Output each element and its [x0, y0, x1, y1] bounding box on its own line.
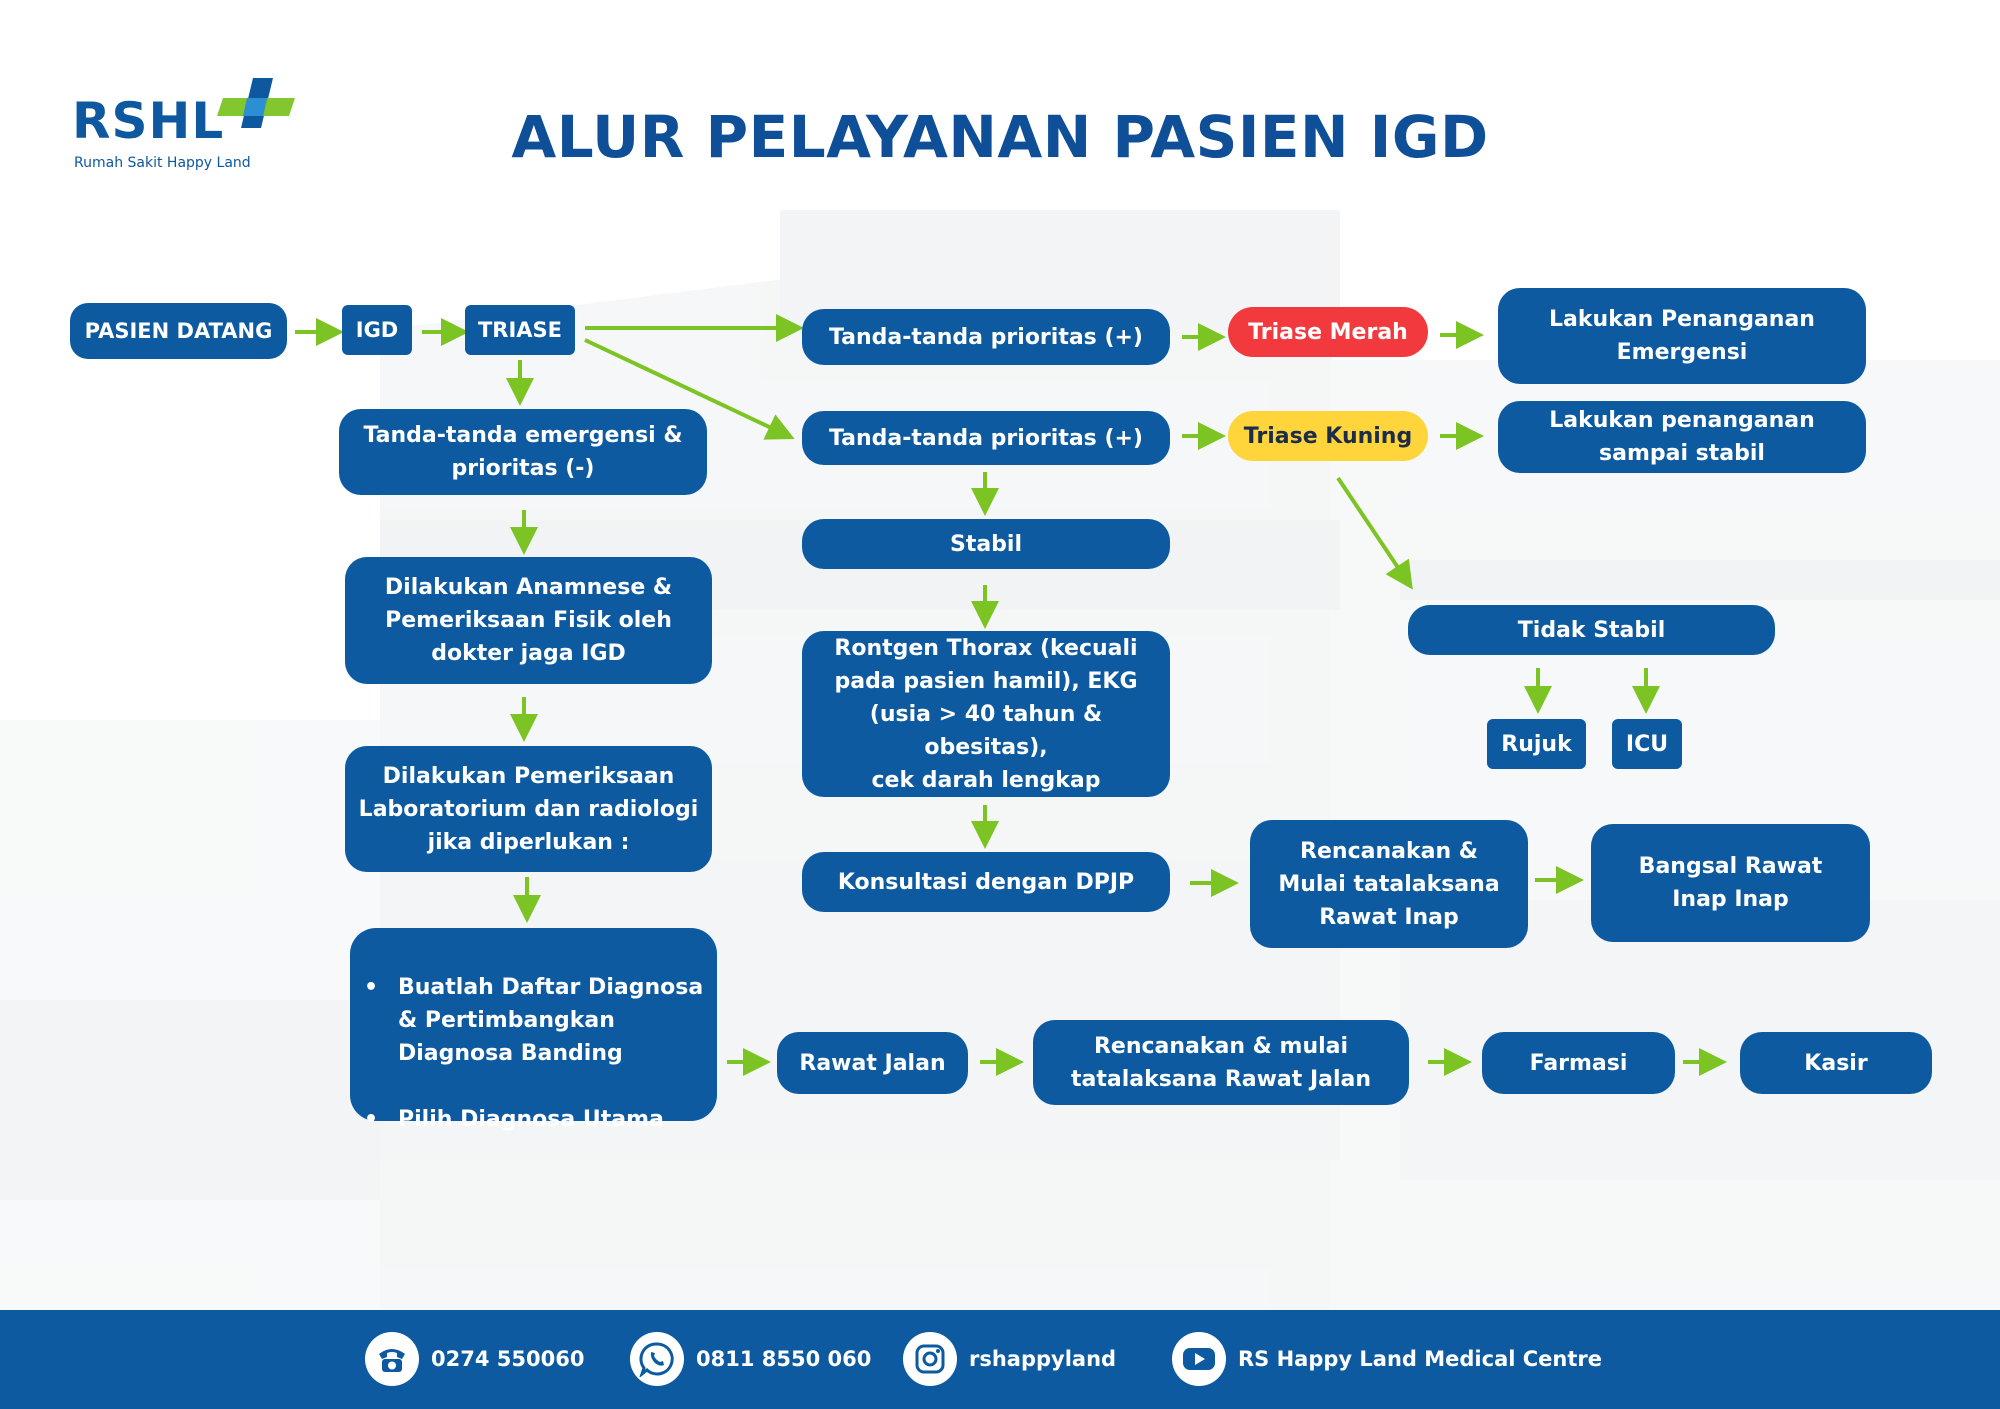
- instagram-icon: [903, 1332, 957, 1386]
- node-igd: IGD: [342, 305, 412, 355]
- telephone-icon: [365, 1332, 419, 1386]
- youtube-icon: [1172, 1332, 1226, 1386]
- logo-text: RSHL: [72, 92, 225, 150]
- node-triase: TRIASE: [465, 305, 575, 355]
- footer-contact-bar: 0274 550060 0811 8550 060 rshappyland: [0, 1310, 2000, 1409]
- node-laboratorium: Dilakukan Pemeriksaan Laboratorium dan r…: [345, 746, 712, 872]
- logo-cross-icon: [217, 78, 295, 128]
- node-konsultasi: Konsultasi dengan DPJP: [802, 852, 1170, 912]
- page-title: ALUR PELAYANAN PASIEN IGD: [511, 103, 1489, 171]
- node-rujuk: Rujuk: [1487, 719, 1586, 769]
- node-emergensi-prioritas-min: Tanda-tanda emergensi & prioritas (-): [339, 409, 707, 495]
- node-kasir: Kasir: [1740, 1032, 1932, 1094]
- node-prioritas-plus-1: Tanda-tanda prioritas (+): [802, 309, 1170, 365]
- node-rawat-jalan-plan: Rencanakan & mulai tatalaksana Rawat Jal…: [1033, 1020, 1409, 1105]
- node-prioritas-plus-2: Tanda-tanda prioritas (+): [802, 411, 1170, 465]
- footer-phone: 0274 550060: [365, 1331, 584, 1387]
- node-anamnese: Dilakukan Anamnese & Pemeriksaan Fisik o…: [345, 557, 712, 684]
- diagnosa-list-item: Buatlah Daftar Diagnosa & Pertimbangkan …: [364, 971, 709, 1070]
- node-triase-kuning: Triase Kuning: [1228, 411, 1428, 461]
- node-triase-merah: Triase Merah: [1228, 307, 1428, 357]
- node-stabil: Stabil: [802, 519, 1170, 569]
- diagnosa-list-item: Pilih Diagnosa Utama: [364, 1103, 709, 1136]
- node-rontgen: Rontgen Thorax (kecuali pada pasien hami…: [802, 631, 1170, 797]
- node-lakukan-emergensi: Lakukan Penanganan Emergensi: [1498, 288, 1866, 384]
- node-farmasi: Farmasi: [1482, 1032, 1675, 1094]
- node-tidak-stabil: Tidak Stabil: [1408, 605, 1775, 655]
- footer-youtube-text: RS Happy Land Medical Centre: [1238, 1347, 1603, 1371]
- node-bangsal: Bangsal Rawat Inap Inap: [1591, 824, 1870, 942]
- node-diagnosa-list: Buatlah Daftar Diagnosa & Pertimbangkan …: [350, 928, 717, 1136]
- footer-instagram-text: rshappyland: [969, 1347, 1117, 1371]
- node-rawat-jalan: Rawat Jalan: [777, 1032, 968, 1094]
- whatsapp-icon: [630, 1332, 684, 1386]
- node-icu: ICU: [1612, 719, 1682, 769]
- node-rawat-inap-plan: Rencanakan & Mulai tatalaksana Rawat Ina…: [1250, 820, 1528, 948]
- footer-youtube: RS Happy Land Medical Centre: [1172, 1331, 1602, 1387]
- node-pasien-datang: PASIEN DATANG: [70, 303, 287, 359]
- rshl-logo: RSHL Rumah Sakit Happy Land: [72, 76, 312, 176]
- logo-subtitle: Rumah Sakit Happy Land: [74, 155, 251, 171]
- arrow-triase-prioritas2: [584, 338, 795, 440]
- footer-whatsapp-text: 0811 8550 060: [696, 1347, 872, 1371]
- arrow-kuning-tidakstabil: [1336, 476, 1413, 590]
- footer-instagram: rshappyland: [903, 1331, 1116, 1387]
- footer-phone-text: 0274 550060: [431, 1347, 585, 1371]
- footer-whatsapp: 0811 8550 060: [630, 1331, 871, 1387]
- node-lakukan-sampai-stabil: Lakukan penanganan sampai stabil: [1498, 401, 1866, 473]
